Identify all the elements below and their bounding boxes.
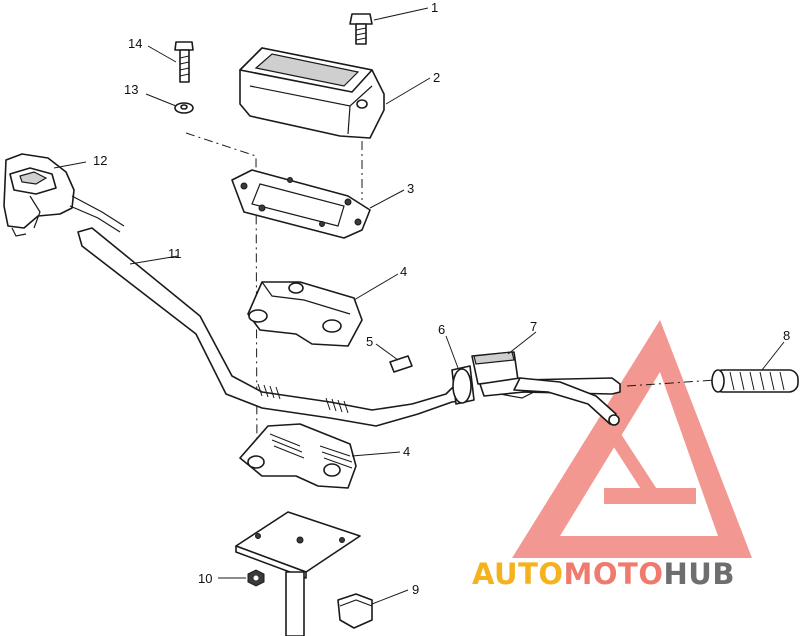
part-3-plate bbox=[231, 169, 371, 239]
callout-12: 12 bbox=[93, 153, 107, 168]
part-10-nut bbox=[247, 569, 265, 587]
callout-11: 11 bbox=[168, 246, 182, 261]
callout-9: 9 bbox=[412, 582, 419, 597]
watermark-word-moto: MOTO bbox=[564, 557, 664, 591]
part-13-washer bbox=[174, 102, 194, 114]
part-2-pad bbox=[239, 47, 385, 139]
part-9-clip bbox=[337, 593, 373, 629]
part-6-clamp bbox=[451, 365, 475, 405]
watermark-inner-bar bbox=[604, 488, 696, 504]
part-7-throttle-assembly bbox=[471, 351, 620, 426]
callout-6: 6 bbox=[438, 322, 445, 337]
watermark-logo bbox=[512, 320, 752, 558]
callout-1: 1 bbox=[431, 0, 438, 15]
callout-8: 8 bbox=[783, 328, 790, 343]
watermark-inner-hook bbox=[572, 414, 664, 500]
callout-labels: 1 2 3 4 4 5 6 7 8 9 10 11 12 13 14 bbox=[93, 0, 790, 597]
watermark-triangle bbox=[512, 320, 752, 558]
callout-5: 5 bbox=[366, 334, 373, 349]
callout-14: 14 bbox=[128, 36, 142, 51]
callout-3: 3 bbox=[407, 181, 414, 196]
callout-10: 10 bbox=[198, 571, 212, 586]
watermark-word-auto: AUTO bbox=[472, 557, 564, 591]
assembly-centerlines bbox=[185, 103, 717, 471]
part-8-grip bbox=[711, 369, 799, 393]
steering-stem-plate bbox=[235, 511, 361, 636]
callout-13: 13 bbox=[124, 82, 138, 97]
part-4-lower-clamp bbox=[239, 423, 357, 489]
callout-4-lower: 4 bbox=[403, 444, 410, 459]
part-1-bolt bbox=[349, 13, 373, 45]
part-12-switch-housing bbox=[3, 153, 125, 237]
watermark-word-hub: HUB bbox=[664, 557, 735, 591]
leader-lines bbox=[53, 7, 785, 605]
watermark-text: AUTOMOTOHUB bbox=[472, 557, 735, 591]
callout-4-upper: 4 bbox=[400, 264, 407, 279]
part-4-upper-clamp bbox=[247, 281, 363, 347]
part-5-decal bbox=[389, 355, 413, 373]
part-14-bolt bbox=[174, 41, 194, 83]
callout-7: 7 bbox=[530, 319, 537, 334]
callout-2: 2 bbox=[433, 70, 440, 85]
